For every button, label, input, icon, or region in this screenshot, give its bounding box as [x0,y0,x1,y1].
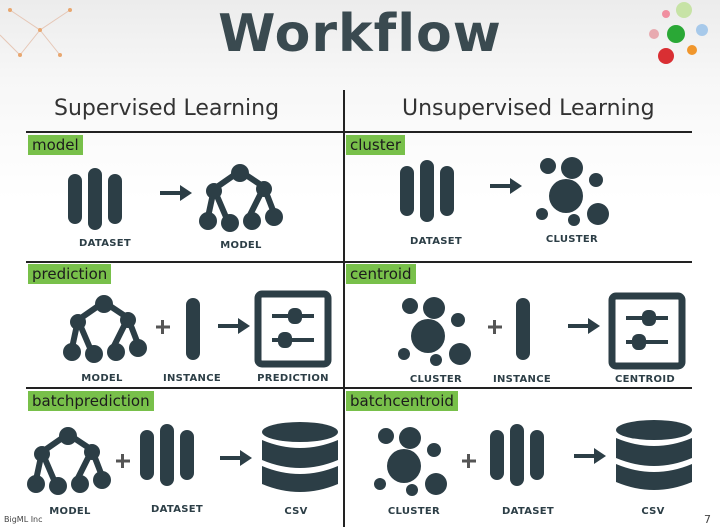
cluster-icon [374,427,447,496]
label-batchcentroid: batchcentroid [346,391,458,411]
dataset-icon [140,424,194,486]
caption-centroid: CENTROID [615,374,675,385]
network-icon [0,8,72,57]
column-divider [343,90,345,527]
footer-brand: BigML Inc [4,515,43,524]
page-number: 7 [704,513,711,526]
plus-icon [462,454,476,468]
label-model: model [28,135,83,155]
cluster-icon [398,297,471,366]
caption-model: MODEL [49,506,91,517]
arrow-icon [220,450,252,466]
label-prediction: prediction [28,264,112,284]
row-divider [26,387,692,389]
caption-instance: INSTANCE [162,373,221,384]
dataset-icon [68,168,122,230]
plus-icon [488,320,502,334]
dataset-icon [400,160,454,222]
plus-icon [116,454,130,468]
instance-icon [516,298,530,360]
caption-cluster: CLUSTER [387,506,441,517]
model-tree-icon [202,165,282,235]
arrow-icon [160,185,192,201]
label-centroid: centroid [346,264,416,284]
model-tree-icon [66,296,146,366]
caption-cluster: CLUSTER [545,234,599,245]
cluster-icon [536,157,609,226]
caption-cluster: CLUSTER [409,374,463,385]
instance-icon [186,298,200,360]
caption-csv: CSV [284,506,308,517]
centroid-icon [612,296,682,366]
logo-dots-icon [649,2,708,64]
caption-csv: CSV [641,506,665,517]
label-cluster: cluster [346,135,406,155]
label-batchprediction: batchprediction [28,391,154,411]
caption-dataset: DATASET [501,506,554,517]
supervised-heading: Supervised Learning [54,96,280,121]
caption-instance: INSTANCE [492,374,551,385]
caption-model: MODEL [220,240,262,251]
arrow-icon [568,318,600,334]
row-divider [26,131,692,133]
arrow-icon [490,178,522,194]
prediction-icon [258,294,328,364]
plus-icon [156,320,170,334]
arrow-icon [574,448,606,464]
caption-dataset: DATASET [150,504,203,515]
row-divider [26,261,692,263]
caption-dataset: DATASET [409,236,462,247]
caption-model: MODEL [81,373,123,384]
unsupervised-heading: Unsupervised Learning [402,96,655,121]
csv-icon [262,422,338,492]
model-tree-icon [30,428,110,498]
page-title: Workflow [218,4,502,64]
caption-prediction: PREDICTION [257,373,329,384]
dataset-icon [490,424,544,486]
arrow-icon [218,318,250,334]
csv-icon [616,420,692,490]
caption-dataset: DATASET [78,238,131,249]
